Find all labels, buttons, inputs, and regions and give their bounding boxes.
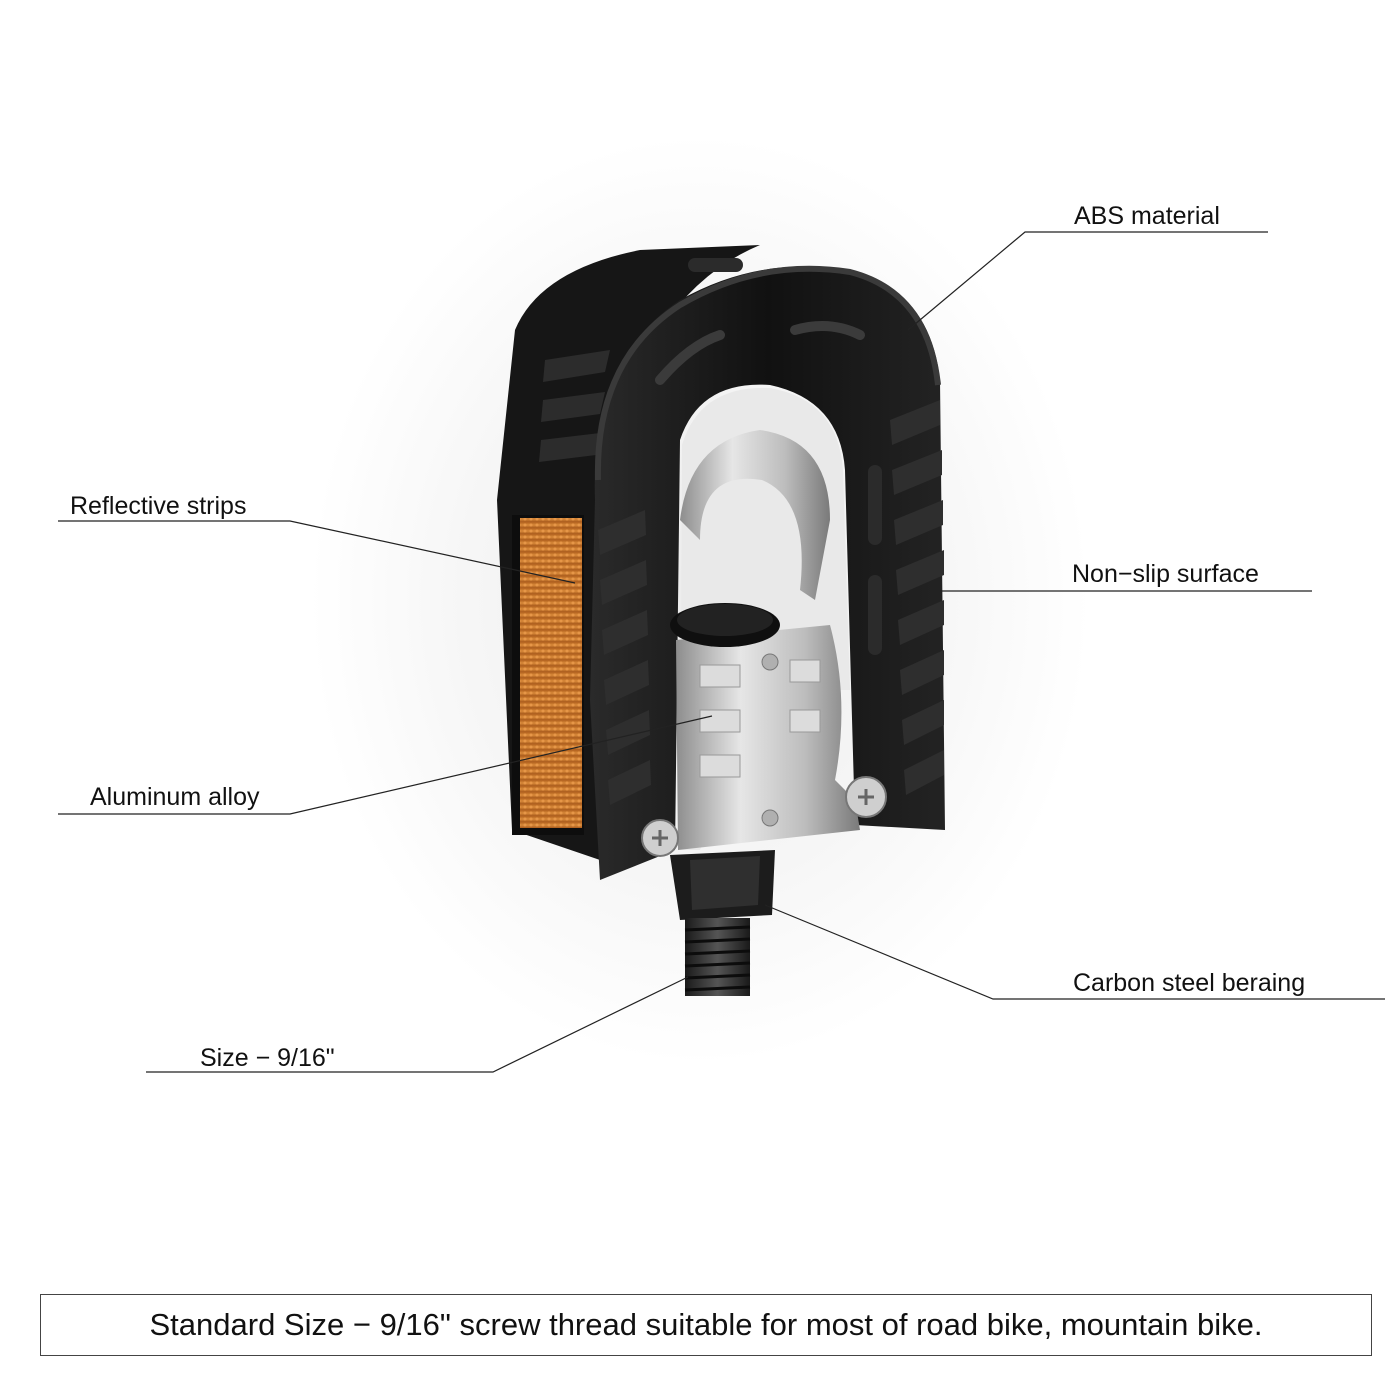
leader-aluminum	[58, 715, 713, 815]
frame-slots	[655, 258, 882, 655]
leader-abs	[907, 231, 1268, 331]
footer-caption: Standard Size − 9/16" screw thread suita…	[149, 1307, 1263, 1342]
label-aluminum-alloy: Aluminum alloy	[90, 783, 260, 811]
footer-caption-box: Standard Size − 9/16" screw thread suita…	[40, 1294, 1372, 1356]
leader-lines	[58, 231, 1385, 1073]
leader-size	[146, 976, 689, 1073]
leader-reflective	[58, 520, 576, 584]
metal-clip	[680, 430, 830, 600]
label-non-slip-surface: Non−slip surface	[1072, 560, 1259, 588]
label-abs-material: ABS material	[1074, 202, 1220, 230]
reflector-strip	[512, 515, 584, 835]
axle-housing	[670, 603, 860, 850]
screws	[641, 776, 887, 857]
label-size: Size − 9/16"	[200, 1044, 335, 1072]
label-reflective-strips: Reflective strips	[70, 492, 247, 520]
label-carbon-steel: Carbon steel beraing	[1073, 969, 1306, 997]
bearing-and-thread	[670, 850, 775, 996]
leader-carbon	[764, 904, 1385, 1000]
non-slip-tread	[598, 400, 944, 805]
